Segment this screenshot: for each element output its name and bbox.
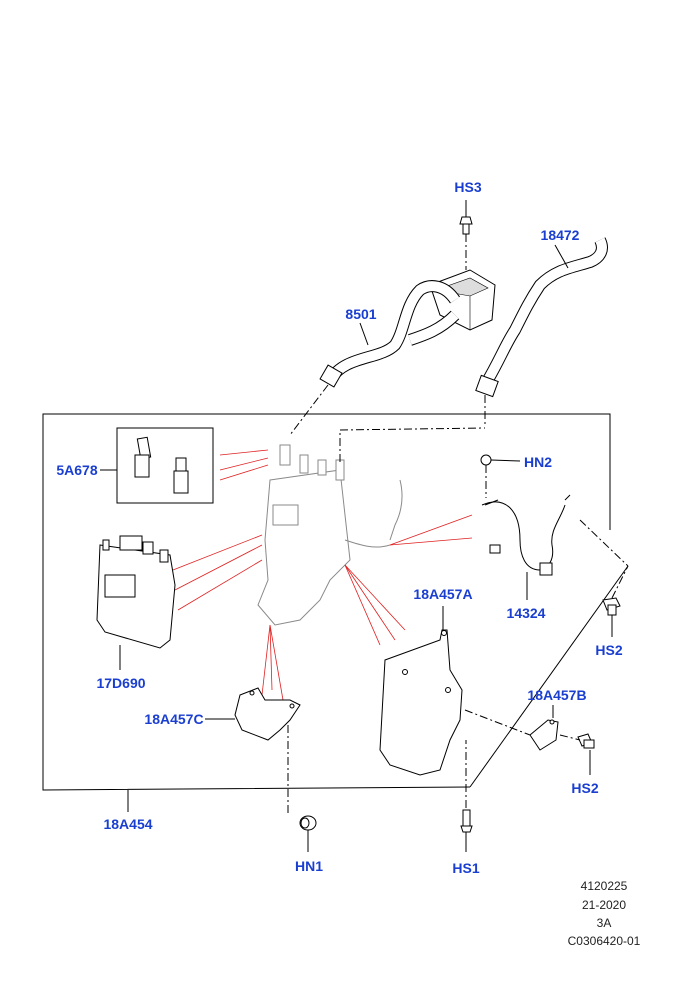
reference-number: 4120225: [580, 879, 628, 893]
bolt-hs1: [461, 740, 472, 852]
callout-14324: 14324: [506, 605, 546, 621]
callout-18472: 18472: [540, 227, 580, 243]
callout-18A457B: 18A457B: [527, 687, 587, 703]
harness-14324: [482, 495, 628, 600]
callout-leaders: [100, 244, 569, 812]
callout-hn2: HN2: [523, 454, 553, 470]
reference-revision: 3A: [596, 916, 612, 930]
hose-8501: [290, 286, 455, 435]
nut-hn2: [481, 455, 520, 498]
bracket-18A457B: [465, 705, 558, 750]
callout-5A678: 5A678: [56, 462, 98, 478]
assembly-boundary-diagonal: [469, 565, 629, 788]
callout-18A454: 18A454: [103, 816, 153, 832]
callout-hs1: HS1: [452, 860, 480, 876]
reference-code: C0306420-01: [567, 934, 641, 948]
nut-hn1: [300, 816, 316, 852]
callout-18A457C: 18A457C: [144, 711, 204, 727]
callout-8501: 8501: [345, 306, 377, 322]
assembly-boundary-18A454: [42, 413, 611, 791]
bracket-18A457A: [380, 606, 462, 775]
controller-module-17D690: [97, 536, 175, 670]
leader-lines-red: [172, 449, 473, 701]
callout-hn1: HN1: [294, 858, 324, 874]
bolt-hs2-lower: [560, 734, 594, 775]
module-assembly-gray: [258, 428, 485, 625]
callout-hs2-right: HS2: [595, 642, 623, 658]
reference-date: 21-2020: [581, 898, 627, 912]
connector-inset-5A678: [117, 428, 213, 503]
bracket-18A457C: [205, 688, 300, 815]
callout-hs2-lower: HS2: [571, 780, 599, 796]
callout-hs3: HS3: [454, 179, 482, 195]
callout-18A457A: 18A457A: [413, 586, 473, 602]
callout-17D690: 17D690: [96, 675, 146, 691]
bolt-hs2-right: [603, 566, 628, 637]
bolt-hs3: [460, 200, 472, 270]
hose-18472: [476, 240, 602, 425]
